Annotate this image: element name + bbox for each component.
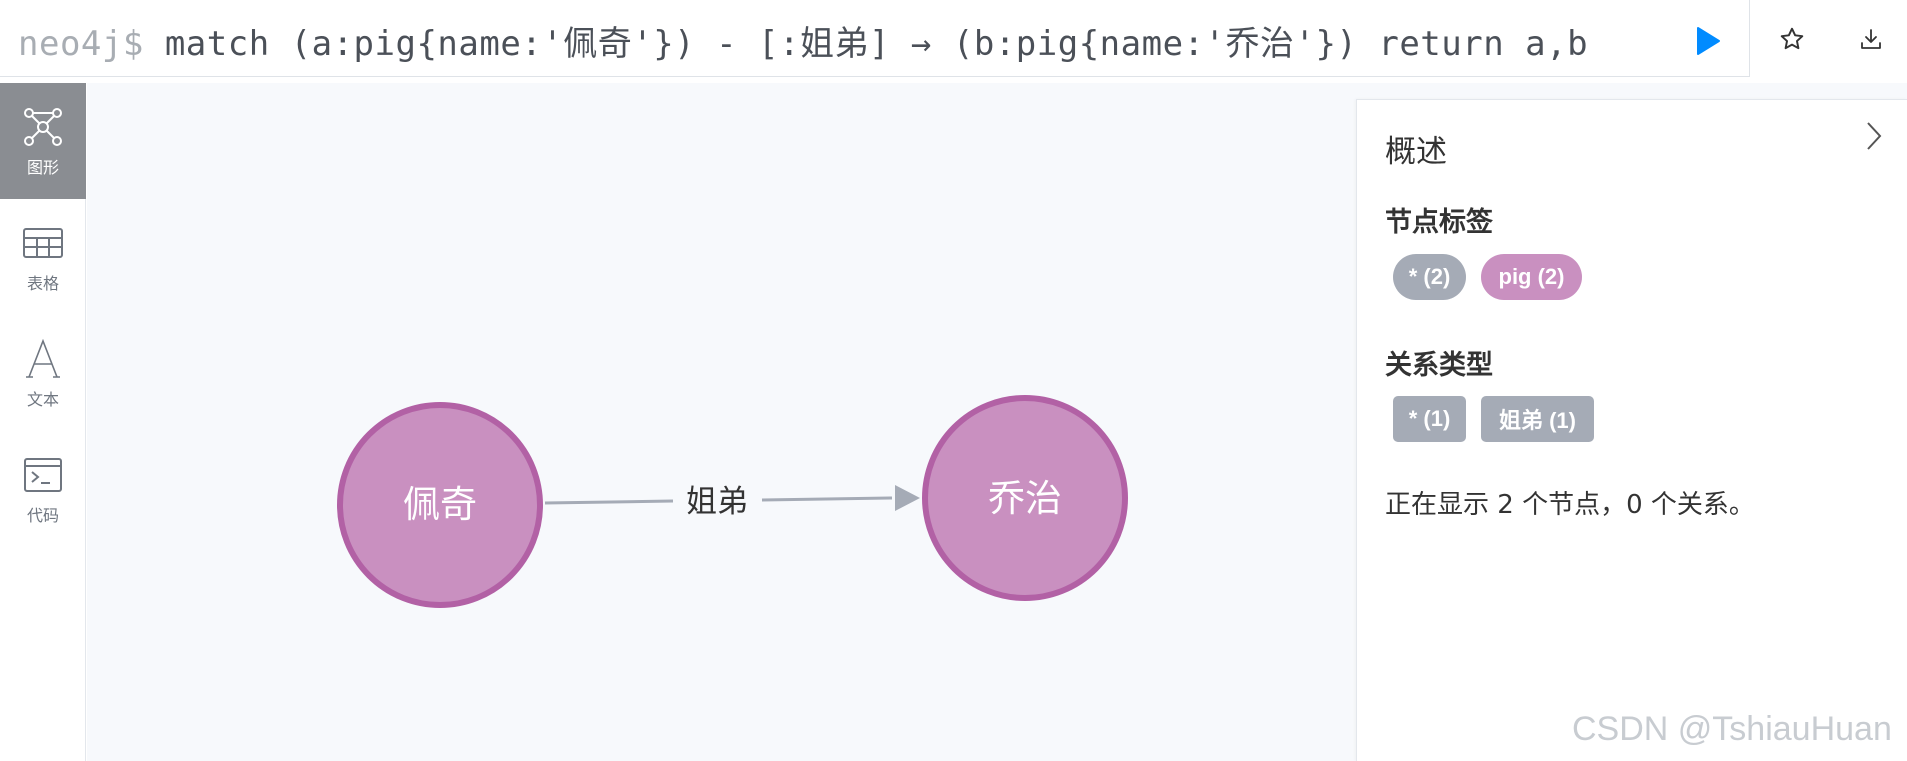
text-icon bbox=[26, 339, 60, 378]
query-text: match (a:pig{name:'佩奇'}) - [:姐弟] → (b:pi… bbox=[164, 24, 1589, 64]
overview-summary: 正在显示 2 个节点，0 个关系。 bbox=[1385, 490, 1755, 520]
node-label: 乔治 bbox=[988, 477, 1062, 520]
node-label-all-chip[interactable]: * (2) bbox=[1393, 254, 1466, 300]
collapse-panel-button[interactable] bbox=[1857, 116, 1891, 156]
download-button[interactable] bbox=[1831, 0, 1907, 77]
rel-type-sibling-chip[interactable]: 姐弟 (1) bbox=[1481, 396, 1594, 442]
view-switcher: 图形 表格 文本 bbox=[0, 83, 86, 761]
chevron-right-icon bbox=[1867, 122, 1882, 150]
node-label-pig-chip[interactable]: pig (2) bbox=[1481, 254, 1582, 300]
query-editor[interactable]: neo4j$ match (a:pig{name:'佩奇'}) - [:姐弟] … bbox=[0, 0, 1750, 77]
view-graph-label: 图形 bbox=[26, 158, 59, 177]
graph-node-peppa[interactable]: 佩奇 bbox=[337, 402, 543, 608]
view-graph-button[interactable]: 图形 bbox=[0, 83, 86, 199]
favorite-button[interactable] bbox=[1752, 0, 1831, 77]
rel-types-title: 关系类型 bbox=[1385, 350, 1493, 381]
view-text-label: 文本 bbox=[26, 390, 59, 409]
code-icon bbox=[24, 458, 62, 492]
graph-node-george[interactable]: 乔治 bbox=[922, 395, 1128, 601]
query-prompt: neo4j$ bbox=[18, 24, 144, 64]
relationship-arrowhead bbox=[895, 485, 920, 511]
overview-title: 概述 bbox=[1385, 134, 1447, 170]
table-icon bbox=[23, 228, 63, 258]
query-input[interactable]: neo4j$ match (a:pig{name:'佩奇'}) - [:姐弟] … bbox=[18, 16, 1588, 65]
watermark: CSDN @TshiauHuan bbox=[1572, 710, 1892, 748]
run-button[interactable] bbox=[1692, 24, 1724, 58]
relationship-edge[interactable]: 姐弟 bbox=[544, 484, 920, 520]
download-icon bbox=[1860, 28, 1881, 49]
node-label: 佩奇 bbox=[403, 483, 477, 526]
play-icon bbox=[1697, 27, 1720, 55]
star-icon bbox=[1780, 27, 1803, 49]
view-table-button[interactable]: 表格 bbox=[0, 199, 86, 315]
view-code-button[interactable]: 代码 bbox=[0, 431, 86, 547]
view-code-label: 代码 bbox=[26, 506, 59, 525]
rel-type-all-chip[interactable]: * (1) bbox=[1393, 396, 1466, 442]
view-text-button[interactable]: 文本 bbox=[0, 315, 86, 431]
relationship-label: 姐弟 bbox=[686, 484, 748, 520]
graph-icon bbox=[24, 108, 62, 146]
overview-panel: 概述 节点标签 * (2) pig (2) 关系类型 * (1) 姐弟 (1) … bbox=[1356, 99, 1907, 761]
node-labels-title: 节点标签 bbox=[1385, 207, 1493, 238]
view-table-label: 表格 bbox=[26, 274, 59, 293]
